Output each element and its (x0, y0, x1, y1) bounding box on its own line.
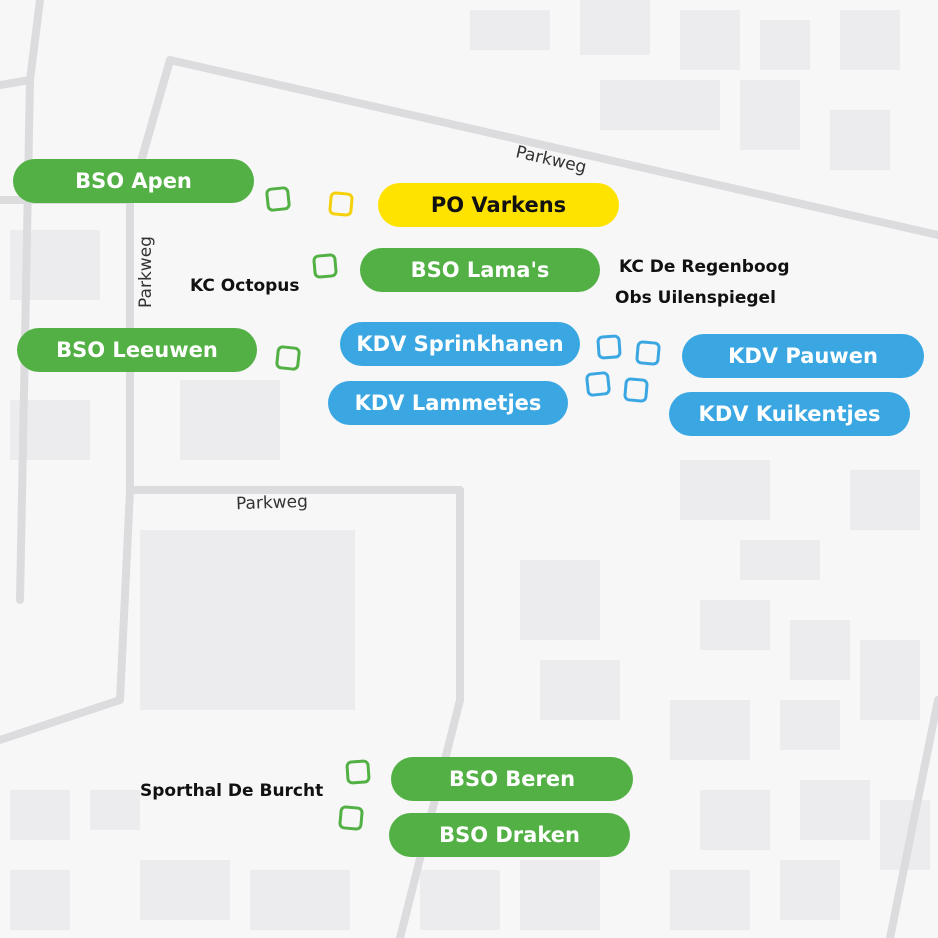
group-pill-kdv-sprinkhanen[interactable]: KDV Sprinkhanen (340, 322, 580, 366)
street-label-parkweg-middle: Parkweg (235, 491, 309, 515)
location-marker-po-varkens[interactable] (327, 190, 355, 218)
location-marker-kdv-kuikentjes[interactable] (622, 376, 650, 404)
place-label-kc-octopus: KC Octopus (190, 276, 300, 296)
location-marker-bso-beren[interactable] (345, 759, 371, 785)
group-pill-kdv-pauwen[interactable]: KDV Pauwen (682, 334, 924, 378)
street-label-parkweg-left: Parkweg (135, 236, 156, 308)
group-pill-bso-apen[interactable]: BSO Apen (13, 159, 254, 203)
location-marker-bso-apen[interactable] (264, 185, 292, 213)
location-marker-bso-leeuwen[interactable] (274, 344, 302, 372)
place-label-obs-uilenspiegel: Obs Uilenspiegel (615, 288, 776, 308)
group-pill-po-varkens[interactable]: PO Varkens (378, 183, 619, 227)
location-marker-kdv-pauwen[interactable] (634, 339, 662, 367)
location-marker-kdv-lammetjes[interactable] (584, 370, 612, 398)
location-marker-bso-draken[interactable] (337, 804, 365, 832)
group-pill-kdv-lammetjes[interactable]: KDV Lammetjes (328, 381, 568, 425)
group-pill-bso-leeuwen[interactable]: BSO Leeuwen (17, 328, 257, 372)
group-pill-bso-draken[interactable]: BSO Draken (389, 813, 630, 857)
location-marker-kdv-sprinkhanen[interactable] (596, 334, 622, 360)
group-pill-bso-lamas[interactable]: BSO Lama's (360, 248, 600, 292)
group-pill-bso-beren[interactable]: BSO Beren (391, 757, 633, 801)
place-label-kc-regenboog: KC De Regenboog (619, 257, 790, 277)
place-label-sporthal: Sporthal De Burcht (140, 781, 324, 801)
group-pill-kdv-kuikentjes[interactable]: KDV Kuikentjes (669, 392, 910, 436)
location-marker-bso-lamas[interactable] (311, 252, 339, 280)
